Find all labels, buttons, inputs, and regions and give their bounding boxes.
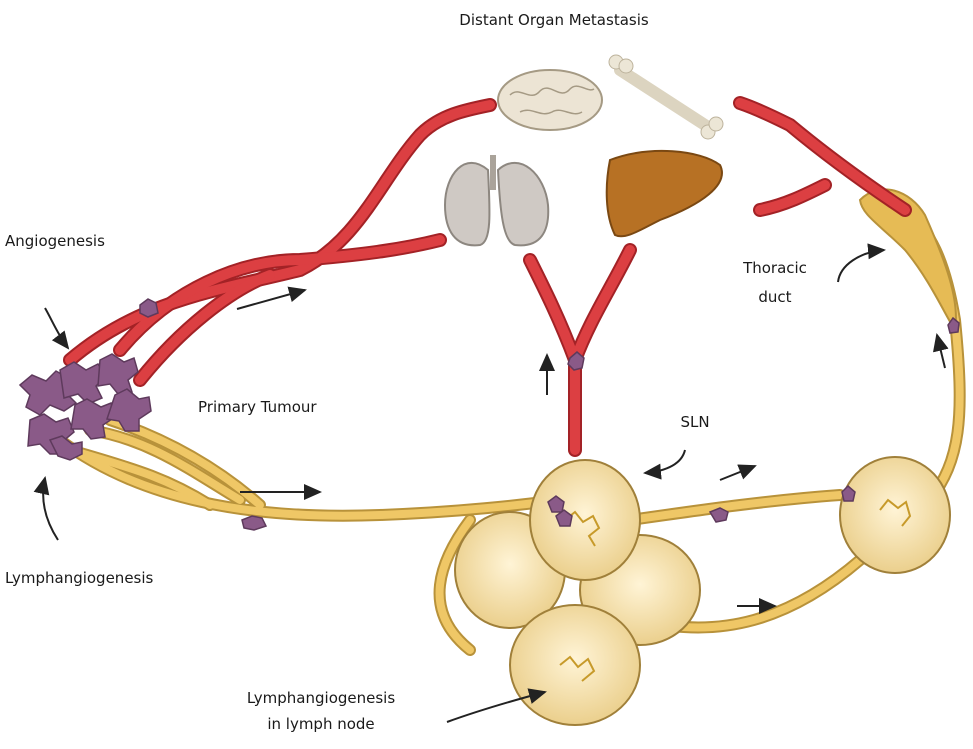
lymphangiogenesis-label: Lymphangiogenesis — [5, 566, 185, 590]
thoracic-duct-label-line1: Thoracic — [730, 256, 820, 280]
lymph-nodes — [455, 457, 950, 725]
sln-label: SLN — [665, 410, 725, 434]
liver-icon — [607, 151, 722, 236]
distant-organ-metastasis-label: Distant Organ Metastasis — [434, 8, 674, 32]
lymph-node-icon — [455, 457, 950, 725]
brain-icon — [498, 70, 602, 130]
thoracic-duct-label-line2: duct — [730, 285, 820, 309]
primary-tumour-label: Primary Tumour — [198, 395, 348, 419]
angiogenesis-label: Angiogenesis — [5, 229, 135, 253]
lymph-node-label-line1: Lymphangiogenesis — [226, 686, 416, 710]
lungs-icon — [445, 155, 548, 245]
bone-icon — [609, 55, 723, 139]
lymph-node-label-line2: in lymph node — [226, 712, 416, 736]
